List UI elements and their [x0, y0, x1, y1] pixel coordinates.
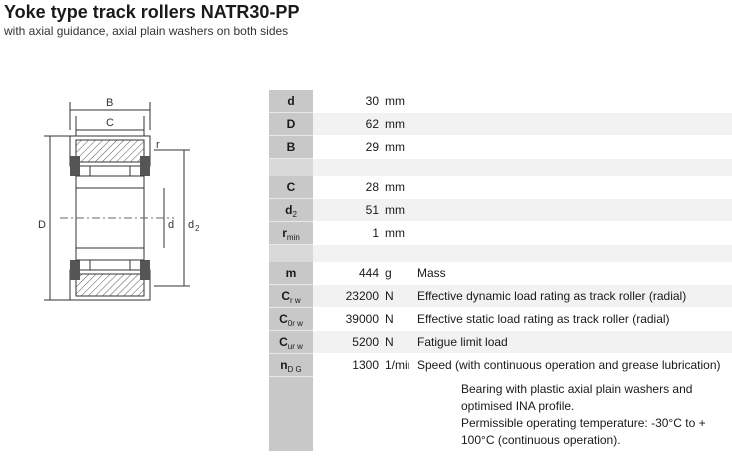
dim-label-D: D — [38, 219, 46, 231]
unit-cell: N — [382, 285, 409, 308]
description-cell: Speed (with continuous operation and gre… — [409, 354, 732, 377]
page-subtitle: with axial guidance, axial plain washers… — [4, 24, 289, 38]
description-cell: Effective dynamic load rating as track r… — [409, 285, 732, 308]
value-cell: 62 — [313, 113, 382, 136]
symbol-cell: Cr w — [269, 285, 313, 308]
unit-cell: N — [382, 331, 409, 354]
value-cell: 1 — [313, 222, 382, 245]
notes-row: Bearing with plastic axial plain washers… — [269, 377, 732, 451]
dim-label-d2-sub: 2 — [195, 224, 200, 233]
description-cell — [409, 90, 732, 113]
unit-cell: mm — [382, 199, 409, 222]
dim-label-C: C — [106, 117, 114, 129]
page-title: Yoke type track rollers NATR30-PP — [4, 2, 300, 22]
symbol-cell: Cur w — [269, 331, 313, 354]
dim-label-d2: d — [188, 219, 194, 231]
unit-cell: mm — [382, 113, 409, 136]
symbol-cell: nD G — [269, 354, 313, 377]
description-cell: Fatigue limit load — [409, 331, 732, 354]
symbol-cell: d2 — [269, 199, 313, 222]
symbol-cell: C — [269, 176, 313, 199]
value-cell: 1300 — [313, 354, 382, 377]
bearing-cross-section-diagram: B C D d d 2 r — [38, 97, 200, 301]
description-cell — [409, 222, 732, 245]
unit-cell: mm — [382, 136, 409, 159]
unit-cell: mm — [382, 176, 409, 199]
symbol-cell: C0r w — [269, 308, 313, 331]
unit-cell: mm — [382, 90, 409, 113]
description-cell — [409, 176, 732, 199]
description-cell: Mass — [409, 262, 732, 285]
unit-cell: N — [382, 308, 409, 331]
bearing-drawing: B C D d d 2 r — [4, 90, 234, 320]
dim-label-d: d — [168, 219, 174, 231]
unit-cell: mm — [382, 222, 409, 245]
value-cell: 51 — [313, 199, 382, 222]
value-cell: 23200 — [313, 285, 382, 308]
description-cell — [409, 199, 732, 222]
symbol-cell: d — [269, 90, 313, 113]
value-cell: 28 — [313, 176, 382, 199]
value-cell: 444 — [313, 262, 382, 285]
table-gap — [269, 245, 732, 262]
symbol-cell: D — [269, 113, 313, 136]
note-line: Permissible operating temperature: -30°C… — [461, 416, 706, 447]
dim-label-B: B — [106, 97, 113, 109]
note-line: Bearing with plastic axial plain washers… — [461, 382, 693, 413]
value-cell: 5200 — [313, 331, 382, 354]
value-cell: 39000 — [313, 308, 382, 331]
symbol-cell: rmin — [269, 222, 313, 245]
dim-label-r: r — [156, 139, 160, 151]
symbol-cell: B — [269, 136, 313, 159]
value-cell: 29 — [313, 136, 382, 159]
value-cell: 30 — [313, 90, 382, 113]
unit-cell: g — [382, 262, 409, 285]
notes-text: Bearing with plastic axial plain washers… — [313, 377, 732, 451]
table-gap — [269, 159, 732, 176]
symbol-cell: m — [269, 262, 313, 285]
unit-cell: 1/min — [382, 354, 414, 377]
description-cell — [409, 136, 732, 159]
description-cell: Effective static load rating as track ro… — [409, 308, 732, 331]
description-cell — [409, 113, 732, 136]
